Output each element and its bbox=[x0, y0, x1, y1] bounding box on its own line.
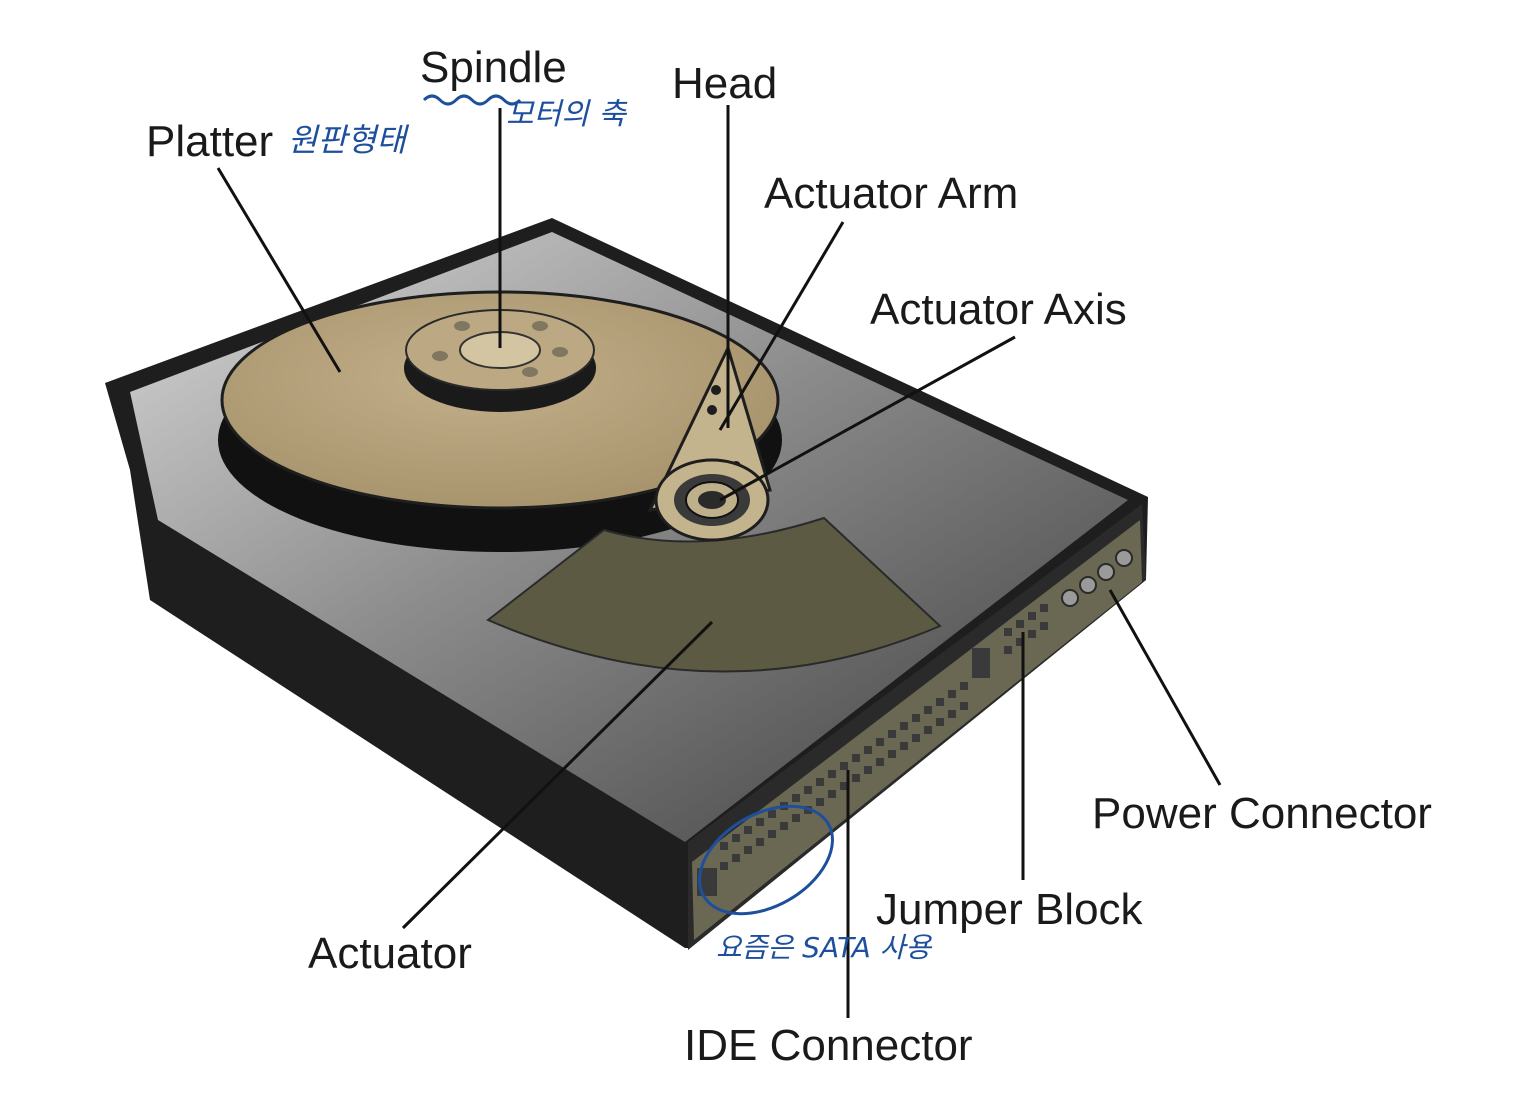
jumper-block-pins bbox=[1004, 604, 1048, 654]
connector-panel bbox=[692, 520, 1142, 940]
note-spindle: 모터의 축 bbox=[506, 97, 626, 132]
spindle-underline-squiggle bbox=[422, 94, 522, 106]
label-jumper-block: Jumper Block bbox=[876, 885, 1143, 934]
label-ide-connector: IDE Connector bbox=[684, 1021, 973, 1070]
label-actuator-axis: Actuator Axis bbox=[870, 285, 1127, 334]
label-actuator: Actuator bbox=[308, 929, 472, 978]
leader-lines bbox=[216, 105, 1222, 1018]
label-platter: Platter bbox=[146, 117, 274, 166]
label-power-connector: Power Connector bbox=[1092, 789, 1432, 838]
ide-connector-pins bbox=[697, 648, 990, 896]
power-connector-pins bbox=[1061, 549, 1133, 607]
actuator-wedge bbox=[486, 516, 942, 673]
note-ide: 요즘은 SATA 사용 bbox=[716, 931, 932, 964]
spindle-screws bbox=[432, 321, 568, 377]
label-head: Head bbox=[672, 59, 778, 108]
label-spindle: Spindle bbox=[420, 43, 567, 92]
label-actuator-arm: Actuator Arm bbox=[764, 169, 1019, 218]
ide-highlight-circle bbox=[698, 804, 834, 916]
note-platter: 원판형태 bbox=[288, 121, 406, 159]
